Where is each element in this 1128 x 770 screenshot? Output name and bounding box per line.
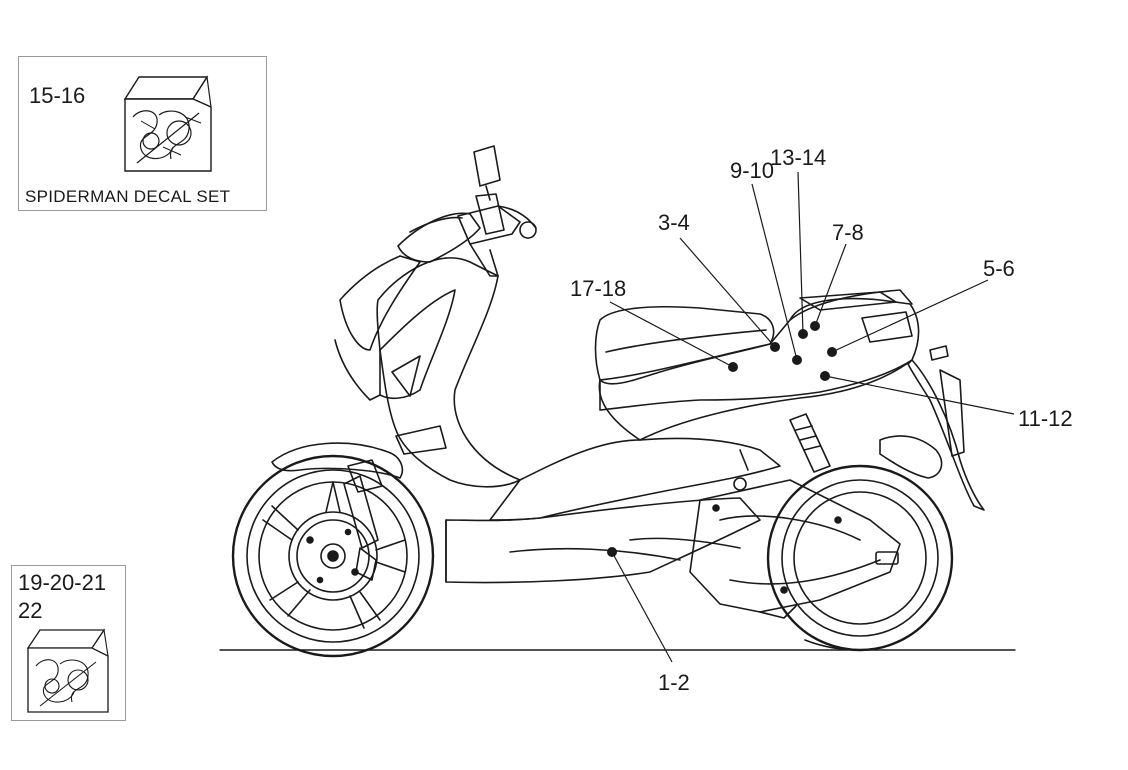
tail-light	[861, 311, 913, 343]
callout-label-3-4: 3-4	[658, 210, 690, 235]
decal-set-box: 15-16 SPIDERMAN DECAL SET	[18, 56, 267, 211]
callout-label-7-8: 7-8	[832, 220, 864, 245]
callout-label-5-6: 5-6	[983, 256, 1015, 281]
decal-set-code: 15-16	[29, 83, 86, 108]
mirror	[473, 145, 501, 187]
rear-fender	[907, 359, 985, 511]
kit-bag-icon	[26, 628, 109, 713]
seat	[594, 305, 775, 385]
side-panel	[599, 297, 920, 411]
callout-labels: 1-2 3-4 5-6 7-8 9-10 11-12 13-14 17-18	[570, 145, 1073, 695]
front-fork	[343, 475, 379, 549]
exhaust	[879, 435, 943, 479]
swingarm	[689, 479, 901, 613]
leader-lines	[609, 171, 1015, 663]
front-wheel	[231, 454, 435, 658]
kit-code-line1: 19-20-21	[18, 570, 107, 595]
callout-label-9-10: 9-10	[730, 158, 774, 183]
kit-box: 19-20-21 22	[11, 565, 126, 721]
callout-label-13-14: 13-14	[770, 145, 826, 170]
callout-label-11-12: 11-12	[1018, 406, 1073, 431]
decal-bag-icon	[123, 75, 212, 172]
kit-code-line2: 22	[18, 598, 43, 623]
rear-wheel	[766, 464, 954, 652]
rear-shock	[789, 413, 831, 473]
decal-set-caption: SPIDERMAN DECAL SET	[25, 187, 231, 206]
callout-label-17-18: 17-18	[570, 276, 626, 301]
callout-label-1-2: 1-2	[658, 670, 690, 695]
handlebar	[457, 205, 521, 245]
front-fender	[271, 442, 404, 479]
